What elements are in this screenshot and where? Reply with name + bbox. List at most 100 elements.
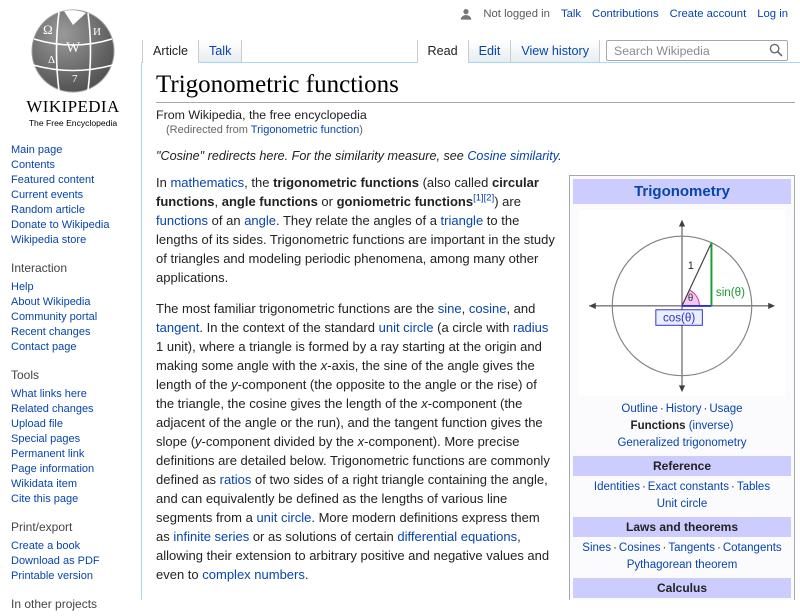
text-segment: , allowing their extension to arbitrary …	[156, 529, 550, 582]
sidebar-item-wikipedia-store[interactable]: Wikipedia store	[11, 234, 87, 246]
text-segment: . More modern definitions express them a…	[156, 510, 540, 544]
search-input[interactable]	[606, 40, 788, 61]
sidebar-item-random-article[interactable]: Random article	[11, 204, 85, 216]
sidebar-heading-print-export: Print/export	[11, 520, 73, 534]
wiki-link[interactable]: infinite series	[173, 529, 250, 544]
text-segment: ) are	[494, 194, 521, 209]
text-segment: to the lengths of its sides. Trigonometr…	[156, 213, 555, 285]
wiki-link[interactable]: tangent	[156, 320, 200, 335]
text-segment: x	[320, 358, 328, 373]
text-segment: or	[317, 194, 337, 209]
personal-talk-link[interactable]: Talk	[560, 8, 582, 20]
sidebar-item-recent-changes[interactable]: Recent changes	[11, 326, 91, 338]
wikipedia-globe-icon: Ω W И Δ 7	[31, 9, 115, 93]
infobox-link-history[interactable]: History	[665, 403, 702, 415]
wiki-link[interactable]: mathematics	[170, 175, 245, 190]
page-tabs-right: Read Edit View history	[416, 40, 600, 63]
article-paragraph: In mathematics, the trigonometric functi…	[156, 173, 795, 287]
infobox-link-generalized-trigonometry[interactable]: Generalized trigonometry	[617, 437, 747, 449]
separator-dot: ·	[641, 481, 646, 493]
tab-article[interactable]: Article	[142, 40, 199, 63]
not-logged-in-label: Not logged in	[483, 8, 550, 20]
text-segment: -component). More precise definitions ar…	[156, 434, 550, 487]
infobox-link-identities[interactable]: Identities	[593, 481, 640, 493]
infobox-link-cotangents[interactable]: Cotangents	[722, 542, 782, 554]
infobox-link-pythagorean-theorem[interactable]: Pythagorean theorem	[626, 559, 738, 571]
sidebar-item-about-wikipedia[interactable]: About Wikipedia	[11, 296, 91, 308]
sidebar-item-wikidata-item[interactable]: Wikidata item	[11, 478, 78, 490]
text-segment: circular functions	[156, 175, 539, 209]
contributions-link[interactable]: Contributions	[592, 8, 659, 20]
infobox-pythagorean-row: Pythagorean theorem	[573, 558, 791, 573]
search-button[interactable]	[767, 43, 785, 58]
wikipedia-logo[interactable]: Ω W И Δ 7 WIKIPEDIA The Free Encyclopedi…	[6, 6, 140, 128]
infobox-header-reference: Reference	[573, 456, 791, 476]
logo-tagline: The Free Encyclopedia	[28, 118, 118, 128]
log-in-link[interactable]: Log in	[757, 8, 788, 20]
reference-link[interactable]: [1][2]	[473, 192, 495, 204]
text-segment: y	[195, 434, 202, 449]
wiki-link[interactable]: unit circle	[256, 510, 312, 525]
sidebar-item-community-portal[interactable]: Community portal	[11, 311, 98, 323]
text-segment: goniometric functions	[336, 194, 474, 209]
text-segment: ,	[461, 301, 469, 316]
text-segment: of an	[208, 213, 245, 228]
infobox-title-link[interactable]: Trigonometry	[573, 179, 791, 204]
sidebar-item-cite-this-page[interactable]: Cite this page	[11, 493, 79, 505]
infobox-link-exact-constants[interactable]: Exact constants	[647, 481, 729, 493]
infobox-link-cosines[interactable]: Cosines	[618, 542, 661, 554]
tab-talk[interactable]: Talk	[199, 40, 243, 62]
sidebar-item-current-events[interactable]: Current events	[11, 189, 84, 201]
wiki-link[interactable]: radius	[513, 320, 549, 335]
wiki-link[interactable]: sine	[437, 301, 462, 316]
wiki-link[interactable]: Trigonometric function	[250, 124, 360, 136]
text-segment: Trigonometric functions have a wide rang…	[156, 598, 684, 600]
sidebar-item-main-page[interactable]: Main page	[11, 144, 63, 156]
wiki-link[interactable]: angle	[244, 213, 276, 228]
wiki-link[interactable]: functions	[156, 213, 209, 228]
sidebar-item-contact-page[interactable]: Contact page	[11, 341, 77, 353]
infobox-generalized-row: Generalized trigonometry	[573, 436, 791, 451]
text-segment: , the	[244, 175, 274, 190]
sidebar-heading-in-other-projects: In other projects	[11, 597, 98, 611]
sidebar-item-special-pages[interactable]: Special pages	[11, 433, 81, 445]
sidebar-item-permanent-link[interactable]: Permanent link	[11, 448, 85, 460]
sidebar-item-help[interactable]: Help	[11, 281, 34, 293]
sidebar-item-featured-content[interactable]: Featured content	[11, 174, 95, 186]
sidebar-item-printable-version[interactable]: Printable version	[11, 570, 93, 582]
wiki-link[interactable]: complex numbers	[202, 567, 305, 582]
sidebar-item-donate[interactable]: Donate to Wikipedia	[11, 219, 110, 231]
wiki-link[interactable]: unit circle	[378, 320, 434, 335]
infobox-link-tangents[interactable]: Tangents	[668, 542, 716, 554]
infobox-link-outline[interactable]: Outline	[621, 403, 658, 415]
infobox-header-laws: Laws and theorems	[573, 517, 791, 537]
infobox-link-unit-circle[interactable]: Unit circle	[656, 498, 708, 510]
tab-edit[interactable]: Edit	[468, 40, 512, 62]
text-segment: "Cosine" redirects here. For the similar…	[156, 149, 468, 163]
wiki-link[interactable]: ratios	[219, 472, 252, 487]
infobox-link-tables[interactable]: Tables	[736, 481, 771, 493]
sidebar-item-what-links-here[interactable]: What links here	[11, 388, 87, 400]
sidebar-item-related-changes[interactable]: Related changes	[11, 403, 94, 415]
sidebar-item-page-information[interactable]: Page information	[11, 463, 95, 475]
sidebar-item-upload-file[interactable]: Upload file	[11, 418, 63, 430]
sidebar-item-contents[interactable]: Contents	[11, 159, 56, 171]
redirect-note: (Redirected from Trigonometric function)	[166, 124, 795, 136]
tab-read[interactable]: Read	[416, 40, 469, 63]
wiki-link[interactable]: triangle	[440, 213, 484, 228]
infobox-link-inverse[interactable]: (inverse)	[688, 420, 734, 432]
wiki-link[interactable]: cosine	[468, 301, 507, 316]
infobox-link-usage[interactable]: Usage	[709, 403, 743, 415]
wiki-link[interactable]: differential equations	[397, 529, 518, 544]
svg-text:7: 7	[72, 73, 78, 85]
sidebar-item-create-a-book[interactable]: Create a book	[11, 540, 81, 552]
tab-view-history[interactable]: View history	[511, 40, 600, 62]
sidebar-section-navigation: Main page Contents Featured content Curr…	[11, 143, 138, 248]
text-segment: ,	[214, 194, 222, 209]
create-account-link[interactable]: Create account	[669, 8, 747, 20]
sidebar-item-download-as-pdf[interactable]: Download as PDF	[11, 555, 100, 567]
infobox-link-sines[interactable]: Sines	[582, 542, 612, 554]
wiki-link[interactable]: Cosine similarity	[467, 149, 559, 163]
separator-dot: ·	[613, 542, 617, 554]
text-segment: .	[304, 567, 309, 582]
